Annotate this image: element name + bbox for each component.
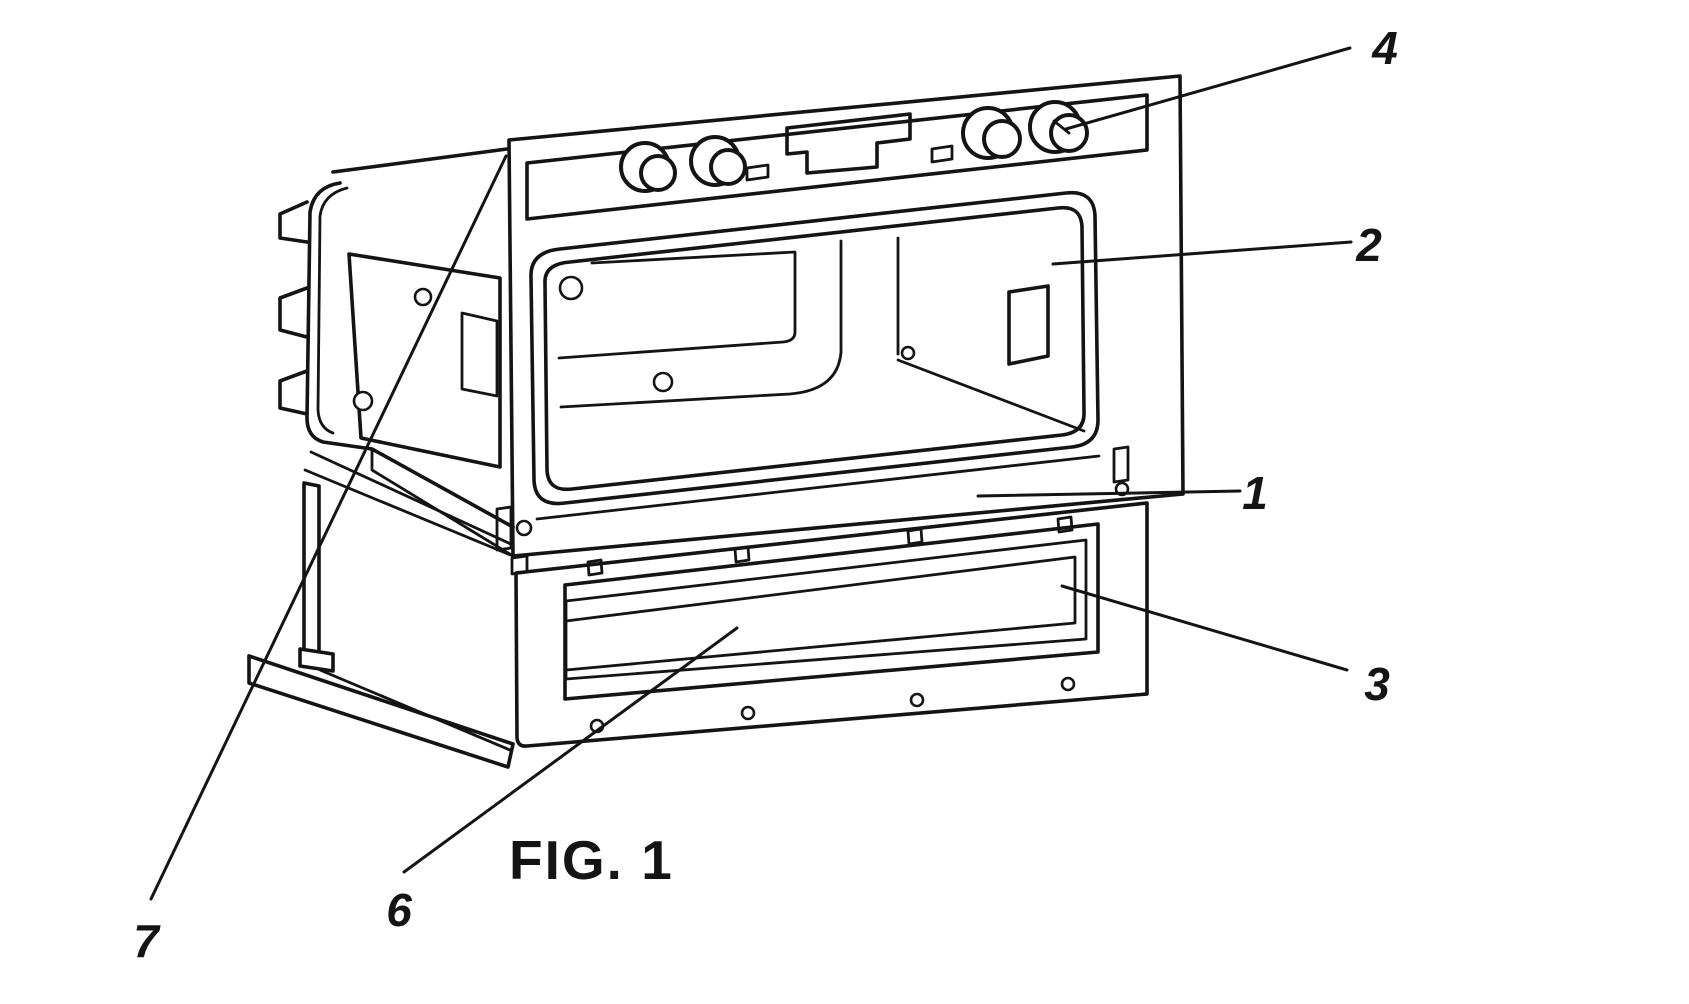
ref-label-7: 7 [133, 915, 161, 967]
casing-inner-corner-line [316, 186, 349, 435]
control-knob [619, 141, 677, 193]
leader-line-7 [149, 154, 508, 901]
casing-side-outline [305, 181, 515, 529]
display-cutout [785, 112, 912, 175]
mounting-tab-icon [278, 286, 309, 339]
casing-bottom-inner-edge [309, 450, 515, 547]
leader-lines [149, 46, 1353, 901]
screw-icon [652, 371, 674, 393]
screw-icon [740, 705, 756, 721]
base-tray-front-edge [247, 654, 515, 769]
figure-caption: FIG. 1 [509, 829, 674, 891]
screw-icon [1060, 676, 1076, 692]
oven-opening-frame [529, 190, 1101, 521]
control-strip [525, 93, 1149, 221]
knob-pointer-mark [1052, 119, 1071, 135]
panel-clip [1056, 515, 1074, 534]
opening-outer-frame [529, 190, 1100, 506]
front-panel [495, 74, 1185, 576]
rear-casing [305, 147, 515, 558]
control-knob [1028, 100, 1089, 154]
service-panel-cutout [460, 311, 499, 398]
cavity-left-wall [557, 250, 797, 360]
leader-line-4 [1064, 46, 1352, 131]
control-strip-recess [525, 93, 1149, 221]
panel-clip [906, 527, 924, 546]
lower-window [563, 522, 1100, 701]
leader-line-1 [976, 489, 1242, 498]
cavity-interior [557, 236, 1086, 433]
front-panel-outline [507, 74, 1185, 558]
base-tray-top-edge [247, 654, 515, 746]
opening-sill-line [535, 454, 1101, 521]
screw-icon [900, 345, 916, 361]
lower-compartment [514, 501, 1149, 748]
indicator-window [930, 144, 954, 164]
leader-line-6 [402, 626, 739, 874]
screw-icon [413, 287, 433, 307]
ref-label-1: 1 [1242, 467, 1268, 519]
ref-label-3: 3 [1364, 658, 1390, 710]
control-knob [689, 135, 747, 187]
panel-clip [586, 558, 604, 577]
casing-top-outer-edge [331, 147, 509, 174]
lower-window-inner [564, 538, 1088, 681]
casing-bottom-ledge [370, 447, 515, 558]
latch-slot [1112, 445, 1130, 484]
leader-line-2 [1051, 240, 1353, 266]
base-platform [247, 468, 515, 769]
support-post [302, 481, 321, 652]
side-service-panel [347, 252, 502, 469]
leader-line-3 [1060, 584, 1349, 672]
knob-grip-icon [982, 119, 1022, 159]
lower-panel-outline [514, 501, 1149, 748]
base-rail [303, 468, 515, 558]
ref-label-2: 2 [1355, 219, 1382, 271]
screw-icon [558, 275, 584, 301]
ref-label-4: 4 [1371, 22, 1398, 74]
control-knob [961, 106, 1022, 160]
cavity-vent [1007, 284, 1050, 366]
opening-inner-frame [543, 205, 1086, 492]
cavity-left-wall-lower-band [559, 350, 843, 409]
service-panel-outline [347, 252, 502, 469]
mounting-tab-icon [278, 369, 309, 416]
knob-grip-icon [639, 154, 677, 192]
mounting-tabs [278, 200, 309, 416]
panel-clip [733, 545, 751, 564]
latch-slot [495, 505, 513, 552]
screw-icon [909, 692, 925, 708]
base-tray-inner-edge [318, 668, 512, 752]
ref-label-6: 6 [386, 884, 412, 936]
indicator-window [745, 163, 770, 182]
cavity-right-wall-floor-edge [896, 358, 1086, 433]
screw-icon [515, 519, 533, 537]
mounting-tab-icon [278, 200, 309, 244]
screw-icon [352, 390, 374, 412]
support-foot [298, 647, 335, 673]
lower-window-glass-edge [564, 555, 1077, 672]
knob-grip-icon [709, 148, 747, 186]
